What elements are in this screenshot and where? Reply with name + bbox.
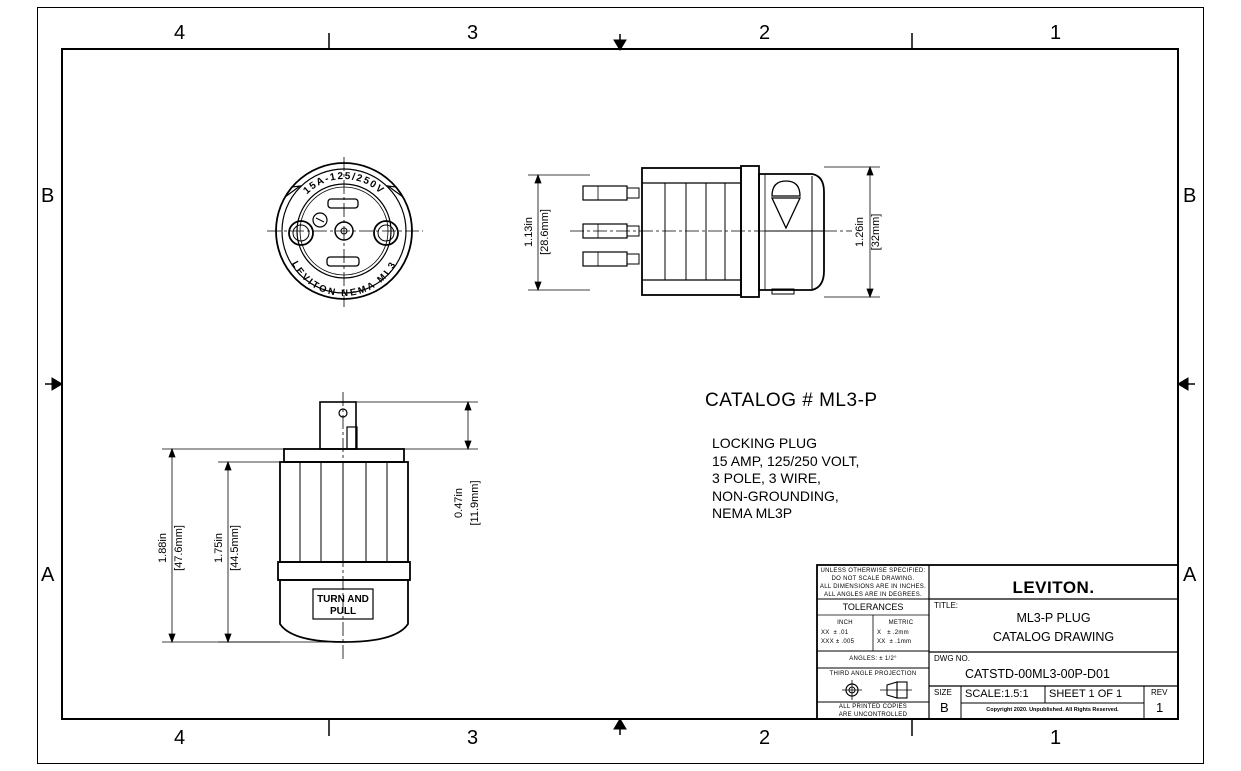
rev-value: 1 xyxy=(1156,700,1164,715)
zone-col-bottom-2: 2 xyxy=(759,727,771,749)
zone-col-top-3: 3 xyxy=(467,22,479,44)
title-label: TITLE: xyxy=(934,601,959,610)
zone-col-bottom-3: 3 xyxy=(467,727,479,749)
description-line: NON-GROUNDING, xyxy=(712,487,839,504)
dim-side-right-mm: [32mm] xyxy=(870,214,882,251)
dimension-lines xyxy=(162,165,880,644)
title-block-notes: UNLESS OTHERWISE SPECIFIED: DO NOT SCALE… xyxy=(817,567,929,599)
plug-side-view xyxy=(570,165,852,298)
product-description: LOCKING PLUG 15 AMP, 125/250 VOLT, 3 POL… xyxy=(712,435,859,523)
drawing-title-line-1: ML3-P PLUG xyxy=(1016,611,1091,625)
zone-row-left-b: B xyxy=(41,185,55,207)
zone-col-top-1: 1 xyxy=(1050,22,1062,44)
inch-tolerance: XX ± .01 xyxy=(821,630,849,636)
copyright-note: Copyright 2020. Unpublished. All Rights … xyxy=(986,707,1119,713)
description-line: LOCKING PLUG xyxy=(712,435,818,451)
zone-col-bottom-1: 1 xyxy=(1050,727,1062,749)
plug-label-line-1: TURN AND xyxy=(317,594,369,605)
sheet-value: SHEET 1 OF 1 xyxy=(1049,688,1123,700)
note-line: ALL ANGLES ARE IN DEGREES. xyxy=(824,592,922,598)
drawing-title-line-2: CATALOG DRAWING xyxy=(992,630,1115,644)
zone-ticks xyxy=(328,33,913,736)
size-label: SIZE xyxy=(934,688,952,697)
metric-tolerance: XX ± .1mm xyxy=(877,639,912,645)
angles-tolerance: ANGLES: ± 1/2° xyxy=(849,656,897,662)
title-block-grid xyxy=(816,564,1179,720)
inch-tolerance: XXX ± .005 xyxy=(821,639,855,645)
projection-label: THIRD ANGLE PROJECTION xyxy=(829,671,917,677)
dim-top-outer-mm: [47.6mm] xyxy=(173,525,185,571)
zone-row-left-a: A xyxy=(41,564,55,586)
center-arrows xyxy=(45,34,1195,735)
zone-col-top-2: 2 xyxy=(759,22,771,44)
leviton-logo: LEVITON. xyxy=(1012,578,1095,597)
tolerances-label: TOLERANCES xyxy=(842,602,904,612)
metric-label: METRIC xyxy=(888,620,914,626)
outer-border xyxy=(37,7,1204,764)
zone-col-top-4: 4 xyxy=(174,22,186,44)
dim-side-right-in: 1.26in xyxy=(854,217,866,247)
note-line: DO NOT SCALE DRAWING. xyxy=(831,576,915,582)
plug-top-view xyxy=(277,392,411,660)
dim-top-inner-mm: [44.5mm] xyxy=(229,525,241,571)
dwg-no-label: DWG NO. xyxy=(934,654,970,663)
metric-tolerance: X ± .2mm xyxy=(877,630,909,636)
description-line: 15 AMP, 125/250 VOLT, xyxy=(712,452,860,469)
dim-blade-mm: [11.9mm] xyxy=(469,480,481,525)
description-line: 3 POLE, 3 WIRE, xyxy=(712,470,821,486)
catalog-number-heading: CATALOG # ML3-P xyxy=(705,390,878,411)
note-line: ALL DIMENSIONS ARE IN INCHES. xyxy=(819,584,927,590)
dim-top-inner-in: 1.75in xyxy=(213,533,225,563)
dim-blade-in: 0.47in xyxy=(453,488,465,518)
size-value: B xyxy=(940,700,949,715)
dim-side-left-in: 1.13in xyxy=(523,217,535,247)
plug-label-line-2: PULL xyxy=(330,606,356,617)
zone-row-right-b: B xyxy=(1183,185,1197,207)
copies-note-1: ALL PRINTED COPIES xyxy=(838,704,908,710)
scale-value: SCALE:1.5:1 xyxy=(965,688,1029,700)
zone-row-right-a: A xyxy=(1183,564,1197,586)
inch-label: INCH xyxy=(837,620,853,626)
dim-top-outer-in: 1.88in xyxy=(157,533,169,563)
zone-col-bottom-4: 4 xyxy=(174,727,186,749)
dim-side-left-mm: [28.6mm] xyxy=(539,209,551,255)
description-line: NEMA ML3P xyxy=(712,505,793,521)
rev-label: REV xyxy=(1151,688,1168,697)
drawing-number: CATSTD-00ML3-00P-D01 xyxy=(965,667,1110,681)
note-line: UNLESS OTHERWISE SPECIFIED: xyxy=(820,568,926,574)
plug-face-view xyxy=(267,157,423,307)
copies-note-2: ARE UNCONTROLLED xyxy=(838,712,908,718)
